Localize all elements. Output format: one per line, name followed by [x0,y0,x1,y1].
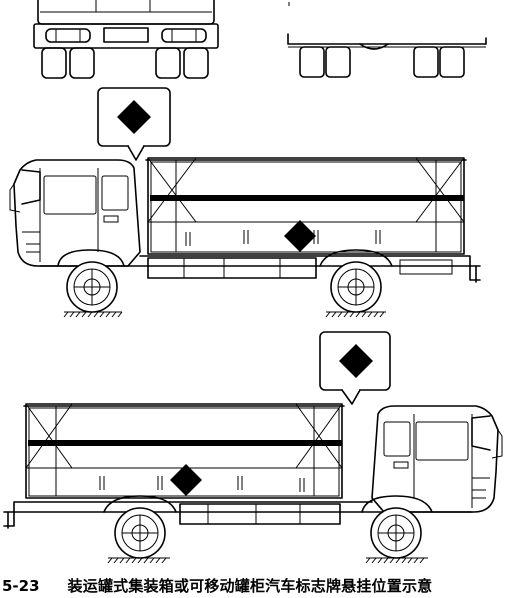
truck-front-view [33,0,219,79]
container-rear-view [287,2,487,78]
figure-number: 5-23 [2,577,40,595]
figure-caption: 5-23 装运罐式集装箱或可移动罐柜汽车标志牌悬挂位置示意 [0,574,512,598]
diamond-placard-icon [170,464,202,496]
truck-side-view-left-cab [9,87,481,318]
illustration [3,0,503,564]
truck-side-view-right-cab [3,331,503,564]
placard-callout-top-left [97,87,171,161]
figure-caption-text: 装运罐式集装箱或可移动罐柜汽车标志牌悬挂位置示意 [67,577,433,595]
diamond-placard-icon [284,220,316,252]
diamond-placard-icon [339,344,373,378]
diamond-placard-icon [117,100,151,134]
placard-callout-bottom-right [319,331,391,405]
